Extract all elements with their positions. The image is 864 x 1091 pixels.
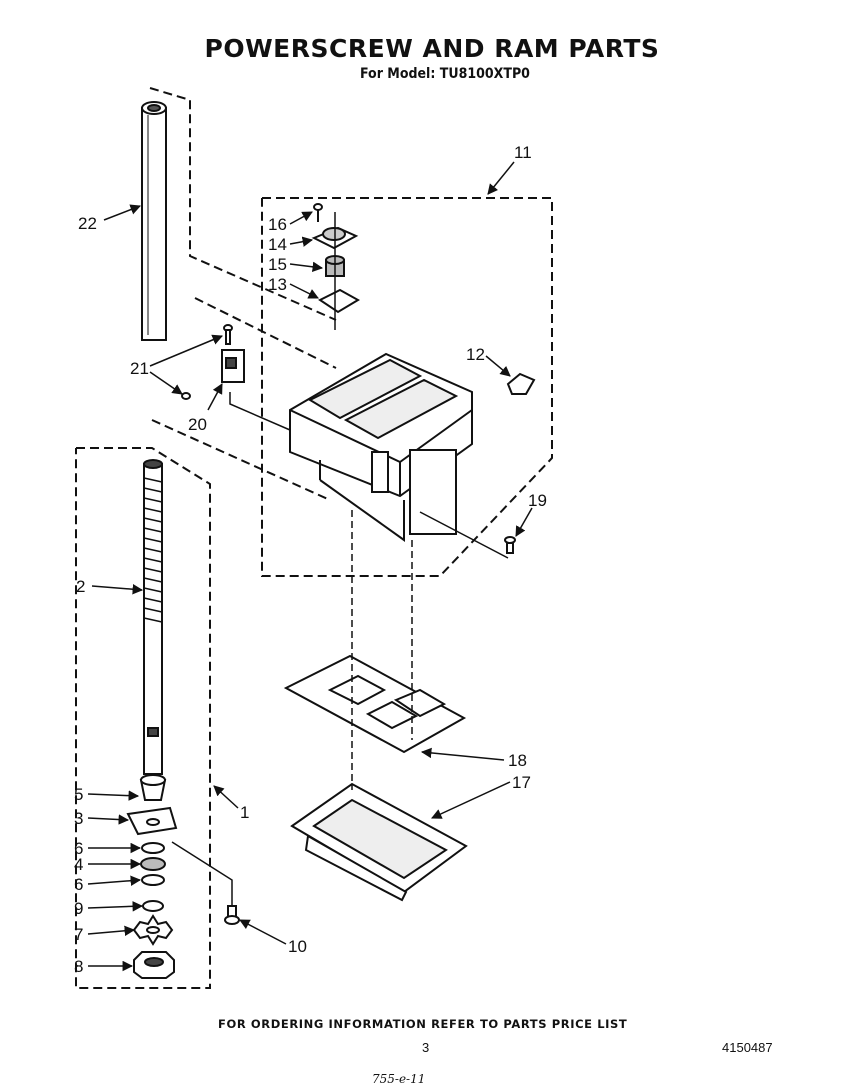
callout-22: 22 bbox=[78, 214, 97, 233]
handwritten-note: 755-e-11 bbox=[372, 1072, 426, 1086]
callout-6: 6 bbox=[74, 839, 83, 858]
callout-15: 15 bbox=[268, 255, 287, 274]
part-10-screw bbox=[224, 905, 240, 925]
group-outlines bbox=[75, 87, 553, 989]
screw-10-leader bbox=[171, 841, 233, 906]
part-13-plate bbox=[318, 288, 360, 314]
callout-18: 18 bbox=[508, 751, 527, 770]
part-7-sprocket bbox=[132, 914, 174, 946]
screw-19-leader bbox=[419, 511, 509, 559]
page-title: POWERSCREW AND RAM PARTS bbox=[204, 34, 660, 63]
part-21-screws bbox=[181, 324, 233, 400]
part-5-bearing bbox=[139, 774, 167, 801]
model-line: For Model: TU8100XTP0 bbox=[360, 66, 530, 82]
part-2-powerscrew bbox=[143, 459, 163, 775]
part-19-screw bbox=[504, 536, 516, 554]
callout-1: 1 bbox=[240, 803, 249, 822]
callout-10: 10 bbox=[288, 937, 307, 956]
callout-leaders bbox=[87, 161, 533, 972]
callout-labels: 22 2 1 5 3 6 4 6 9 7 8 10 11 12 16 14 15… bbox=[74, 143, 547, 976]
part-16-screw bbox=[313, 203, 323, 222]
assembly-1-outline bbox=[75, 447, 211, 989]
page-number: 3 bbox=[422, 1040, 430, 1055]
callout-17: 17 bbox=[512, 773, 531, 792]
tube-guide-outline bbox=[149, 87, 337, 321]
ordering-info-note: FOR ORDERING INFORMATION REFER TO PARTS … bbox=[218, 1017, 628, 1031]
callout-5: 5 bbox=[74, 785, 83, 804]
callout-16: 16 bbox=[268, 215, 287, 234]
part-20-bracket bbox=[221, 349, 245, 383]
part-3-bracket bbox=[126, 806, 178, 836]
part-12-clip bbox=[506, 372, 536, 395]
callout-3: 3 bbox=[74, 809, 83, 828]
callout-14: 14 bbox=[268, 235, 287, 254]
callout-4: 4 bbox=[74, 855, 83, 874]
part-6-washer-lower bbox=[141, 874, 165, 886]
part-18-gasket bbox=[283, 654, 467, 754]
callout-11: 11 bbox=[514, 143, 532, 162]
part-4-nut bbox=[140, 857, 166, 871]
part-9-bushing bbox=[142, 900, 164, 912]
callout-6-lower: 6 bbox=[74, 875, 83, 894]
callout-9: 9 bbox=[74, 899, 83, 918]
part-17-pan bbox=[290, 782, 468, 902]
alignment-lines bbox=[351, 510, 413, 790]
callout-7: 7 bbox=[74, 925, 83, 944]
document-number: 4150487 bbox=[722, 1040, 773, 1055]
callout-20: 20 bbox=[188, 415, 207, 434]
callout-13: 13 bbox=[268, 275, 287, 294]
callout-8: 8 bbox=[74, 957, 83, 976]
callout-12: 12 bbox=[466, 345, 485, 364]
callout-2: 2 bbox=[76, 577, 85, 596]
washer-stack bbox=[140, 842, 166, 912]
bracket-20-leader bbox=[229, 392, 291, 431]
part-6-washer bbox=[141, 842, 165, 854]
part-11-ram-housing bbox=[289, 352, 473, 542]
callout-19: 19 bbox=[528, 491, 547, 510]
callout-21: 21 bbox=[130, 359, 149, 378]
assembly-11-outline bbox=[261, 197, 553, 577]
part-8-hex-nut bbox=[133, 951, 175, 979]
bracket-guide-outline bbox=[194, 297, 337, 369]
screw-guide-outline bbox=[151, 419, 331, 501]
part-22-tube bbox=[141, 101, 167, 341]
